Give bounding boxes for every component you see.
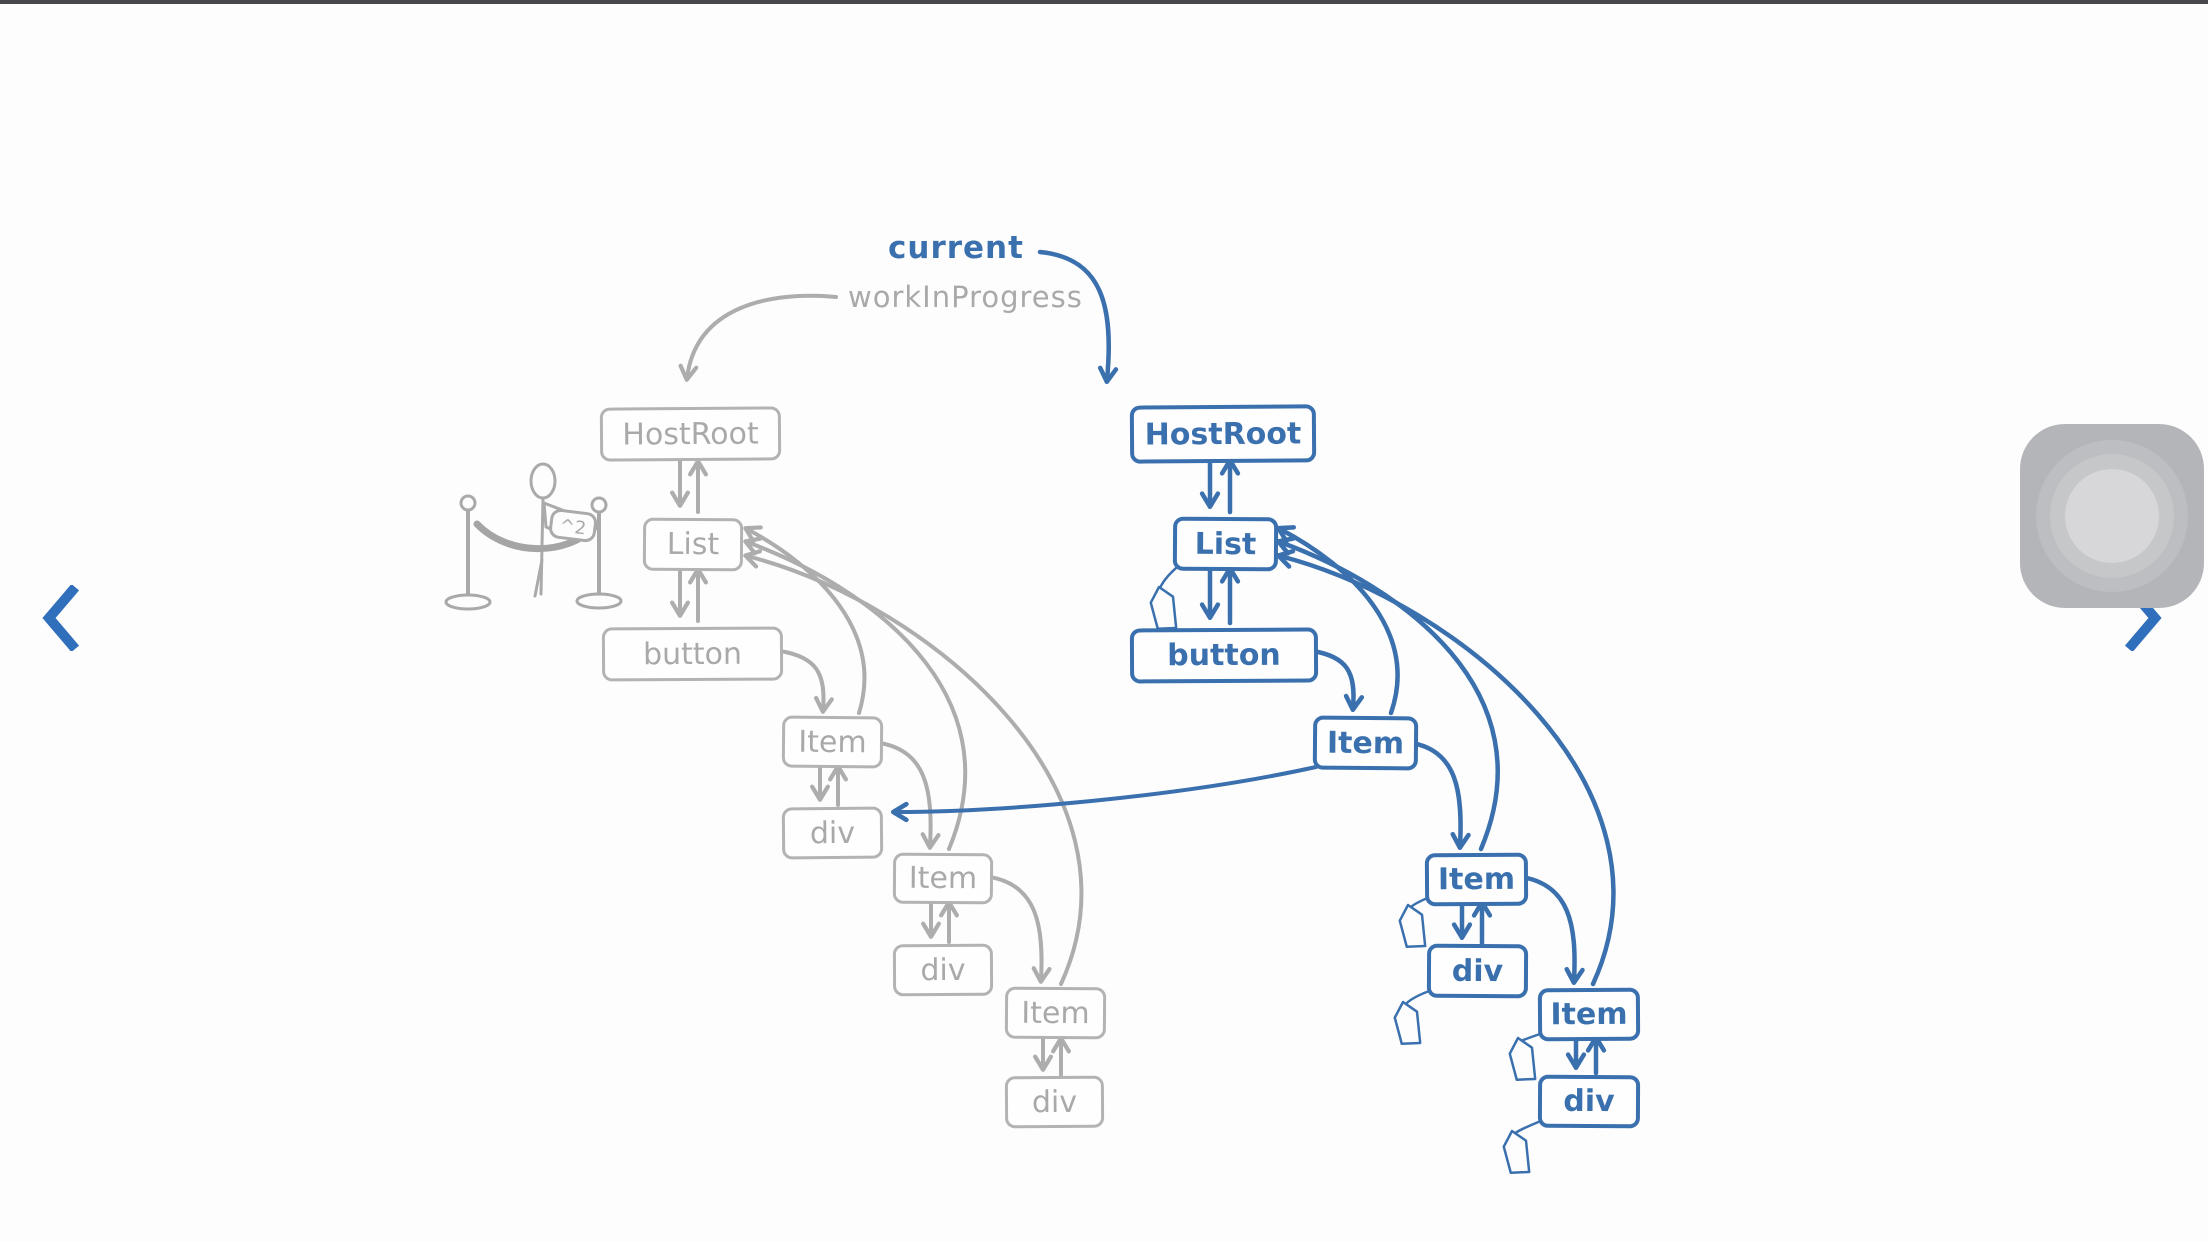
prev-button[interactable]: [38, 585, 82, 651]
cur-item3-return-to-list: [1276, 548, 1616, 987]
current-node-item-1: Item: [1312, 715, 1419, 771]
left-post-base: [444, 593, 492, 611]
top-edge-strip: [0, 0, 2208, 4]
rope-barrier: [444, 494, 623, 611]
wip-pointer-arrow: [678, 293, 838, 382]
tag-icon-item3: [1508, 1036, 1537, 1081]
cur-item1-alternate-arrow: [890, 765, 1318, 823]
left-post-knob: [459, 494, 477, 512]
current-pointer-arrow: [1037, 249, 1119, 385]
cur-item1-to-item2-sibling: [1409, 740, 1471, 851]
current-node-div-3: div: [1537, 1074, 1641, 1129]
tag-icon-div3: [1502, 1129, 1531, 1174]
wip-node-item-3: Item: [1004, 986, 1107, 1040]
figure-sign: ^2: [549, 508, 598, 543]
current-node-button: button: [1129, 627, 1319, 684]
wip-item1-to-item2-sibling: [878, 741, 941, 850]
current-node-item-3: Item: [1537, 987, 1641, 1042]
current-pointer-label: current: [888, 230, 1024, 266]
wip-node-button: button: [601, 626, 784, 682]
work-in-progress-pointer-label: workInProgress: [848, 280, 1083, 314]
current-tree-arrows: [890, 249, 1616, 1076]
assistive-touch-button[interactable]: [2020, 424, 2204, 608]
wip-item2-to-item3-sibling: [988, 875, 1052, 984]
wip-button-to-item1-sibling: [778, 649, 834, 714]
figure-head: [529, 462, 557, 500]
cur-item2-to-item3-sibling: [1519, 874, 1585, 986]
wip-node-div-2: div: [892, 943, 994, 997]
figure-sign-text: ^2: [558, 515, 587, 539]
assistive-touch-icon: [2065, 469, 2159, 563]
wip-item2-return-to-list: [743, 536, 968, 851]
wip-item3-return-to-list: [743, 549, 1084, 986]
wip-item1-return-to-list: [743, 525, 867, 715]
wip-node-item-2: Item: [892, 852, 994, 905]
current-node-div-2: div: [1426, 943, 1529, 999]
wip-node-hostroot: HostRoot: [599, 406, 782, 462]
cur-item2-return-to-list: [1276, 536, 1500, 852]
cur-item1-return-to-list: [1276, 525, 1400, 716]
right-post-base: [575, 592, 623, 610]
wip-tree-arrows: [670, 293, 1084, 1077]
wip-node-list: List: [642, 517, 744, 572]
right-post-knob: [590, 496, 608, 514]
assistive-touch-ring-outer: [2036, 440, 2188, 592]
wip-node-item-1: Item: [781, 715, 884, 769]
assistive-touch-ring-middle: [2050, 454, 2174, 578]
cur-button-to-item1-sibling: [1310, 648, 1365, 713]
current-node-item-2: Item: [1424, 852, 1529, 907]
tag-icon-list: [1149, 585, 1178, 630]
current-node-hostroot: HostRoot: [1129, 404, 1317, 464]
figure-leg: [533, 558, 544, 598]
tag-icon-div2: [1393, 1000, 1422, 1045]
wip-node-div-1: div: [781, 806, 884, 860]
current-node-list: List: [1172, 516, 1279, 572]
tag-icon-item2: [1398, 903, 1427, 948]
chevron-left-icon: [42, 585, 80, 651]
wip-node-div-3: div: [1004, 1075, 1105, 1129]
